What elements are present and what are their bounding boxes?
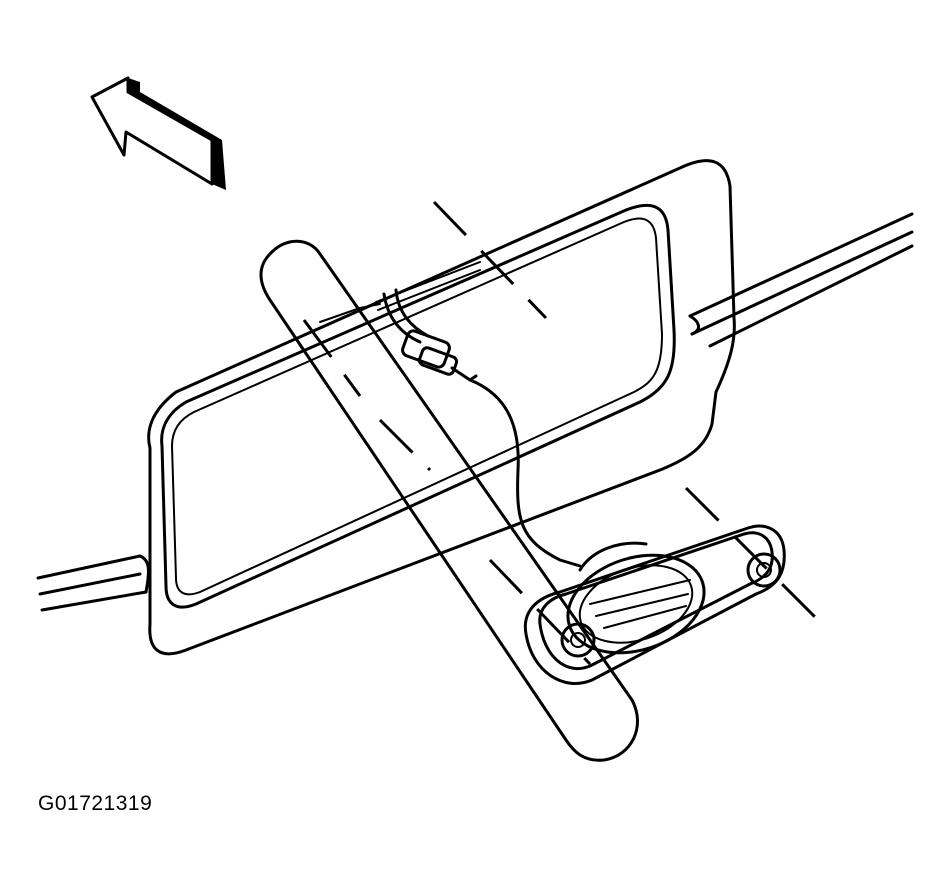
license-lamp-icon	[523, 524, 786, 685]
lamp-wire-harness	[468, 378, 582, 568]
lamp-housing-recess	[138, 159, 736, 656]
lamp-socket-icon	[319, 261, 481, 382]
rear-fascia	[36, 212, 914, 612]
front-direction-arrow-icon	[90, 76, 226, 190]
lamp-lens-outline	[259, 239, 639, 762]
figure-code: G01721319	[38, 792, 153, 815]
